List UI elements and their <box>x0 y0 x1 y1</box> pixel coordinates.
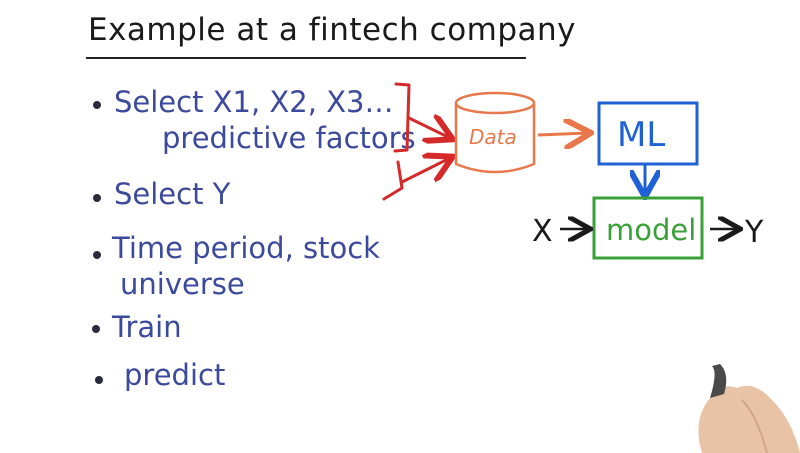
bullet-text-predict: predict <box>124 358 226 392</box>
data-cylinder <box>454 91 536 174</box>
ml-label: ML <box>617 115 665 155</box>
bracket-x <box>393 82 411 153</box>
bullet-text-predictive-factors: predictive factors <box>162 121 416 155</box>
input-x-label: X <box>532 214 553 249</box>
output-y-label: Y <box>744 215 764 250</box>
presenter-hand <box>698 364 800 453</box>
bracket-y <box>382 160 404 201</box>
bullet-dot <box>95 376 103 384</box>
model-label: model <box>606 213 696 247</box>
bullet-dot <box>92 325 100 333</box>
arrow-y-to-data <box>401 158 450 184</box>
bullet-text-universe: universe <box>120 267 245 301</box>
page-title: Example at a fintech company <box>88 12 577 48</box>
bullet-dot <box>93 194 101 202</box>
bullet-dot <box>93 251 101 259</box>
model-box <box>592 196 704 260</box>
bullet-dot <box>93 101 101 109</box>
data-label: Data <box>469 125 517 149</box>
bullet-text-select-y: Select Y <box>114 177 231 211</box>
bullet-text-train: Train <box>112 310 182 344</box>
arrow-data-to-ml <box>537 133 588 135</box>
arrow-x-to-data <box>408 118 450 138</box>
bullet-text-time-period: Time period, stock <box>112 231 380 265</box>
bullet-text-select-x: Select X1, X2, X3… <box>114 85 394 119</box>
ml-box <box>597 101 699 166</box>
title-underline <box>86 57 526 59</box>
